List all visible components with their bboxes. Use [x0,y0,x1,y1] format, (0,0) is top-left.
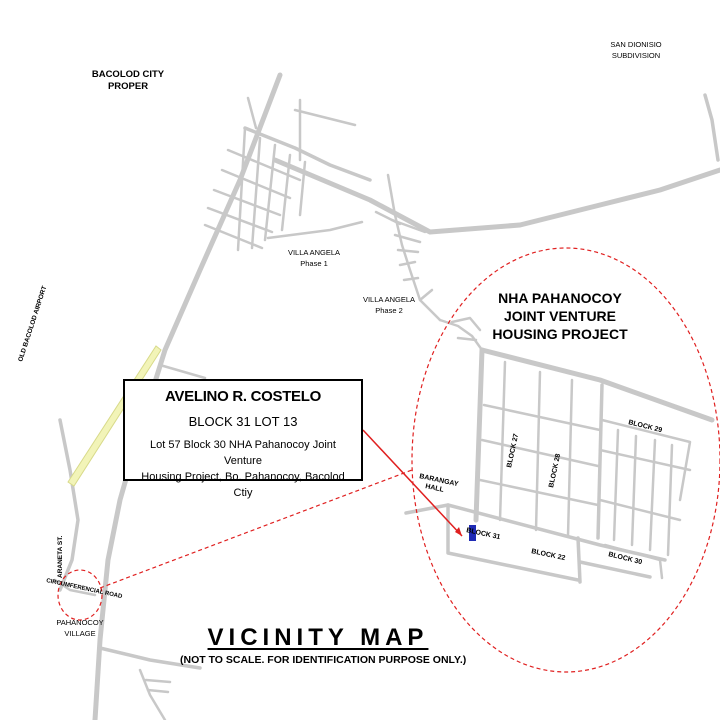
label-villa-angela-2: VILLA ANGELA [363,295,415,304]
label-villa-angela-1: VILLA ANGELA [288,248,340,257]
road-network [53,72,720,720]
project-title-line3: HOUSING PROJECT [492,326,628,342]
label-pahanocoy: PAHANOCOY [56,618,103,627]
project-title-line1: NHA PAHANOCOY [498,290,622,306]
map-title-block: VICINITY MAP (NOT TO SCALE. FOR IDENTIFI… [180,624,467,666]
address: Lot 57 Block 30 NHA Pahanocoy Joint Vent… [125,437,361,501]
label-bacolod-proper: PROPER [108,81,148,92]
block-lot: BLOCK 31 LOT 13 [188,414,298,429]
pointer-line [362,429,463,537]
label-villa-angela-2-phase: Phase 2 [375,306,403,315]
project-title-line2: JOINT VENTURE [504,308,616,324]
lot-marker [469,525,476,541]
map-note: (NOT TO SCALE. FOR IDENTIFICATION PURPOS… [180,654,467,666]
label-block-22: BLOCK 22 [531,548,566,562]
label-block-27: BLOCK 27 [506,433,520,468]
map-title: VICINITY MAP [207,624,429,651]
label-hall: HALL [425,483,445,494]
label-block-28: BLOCK 28 [548,453,562,488]
owner-info-box: AVELINO R. COSTELO BLOCK 31 LOT 13 Lot 5… [123,379,363,499]
pointer-arrowhead [455,527,462,536]
project-highlight-circle [411,247,720,673]
label-araneta-st: ARANETA ST. [57,536,64,578]
label-circumferencial-road: CIRCUMFERENCIAL ROAD [46,578,124,600]
pahanocoy-highlight-circle [57,569,103,621]
label-subdivision: SUBDIVISION [612,51,660,60]
label-old-airport: OLD BACOLOD AIRPORT [17,285,48,363]
label-san-dionisio: SAN DIONISIO [610,40,661,49]
address-line1: Lot 57 Block 30 NHA Pahanocoy Joint Vent… [150,439,336,467]
owner-name: AVELINO R. COSTELO [165,388,321,405]
label-village: VILLAGE [64,629,95,638]
label-bacolod-city: BACOLOD CITY [92,69,165,80]
address-line2: Housing Project, Bo. Pahanocoy, Bacolod … [141,471,345,499]
label-villa-angela-1-phase: Phase 1 [300,259,328,268]
